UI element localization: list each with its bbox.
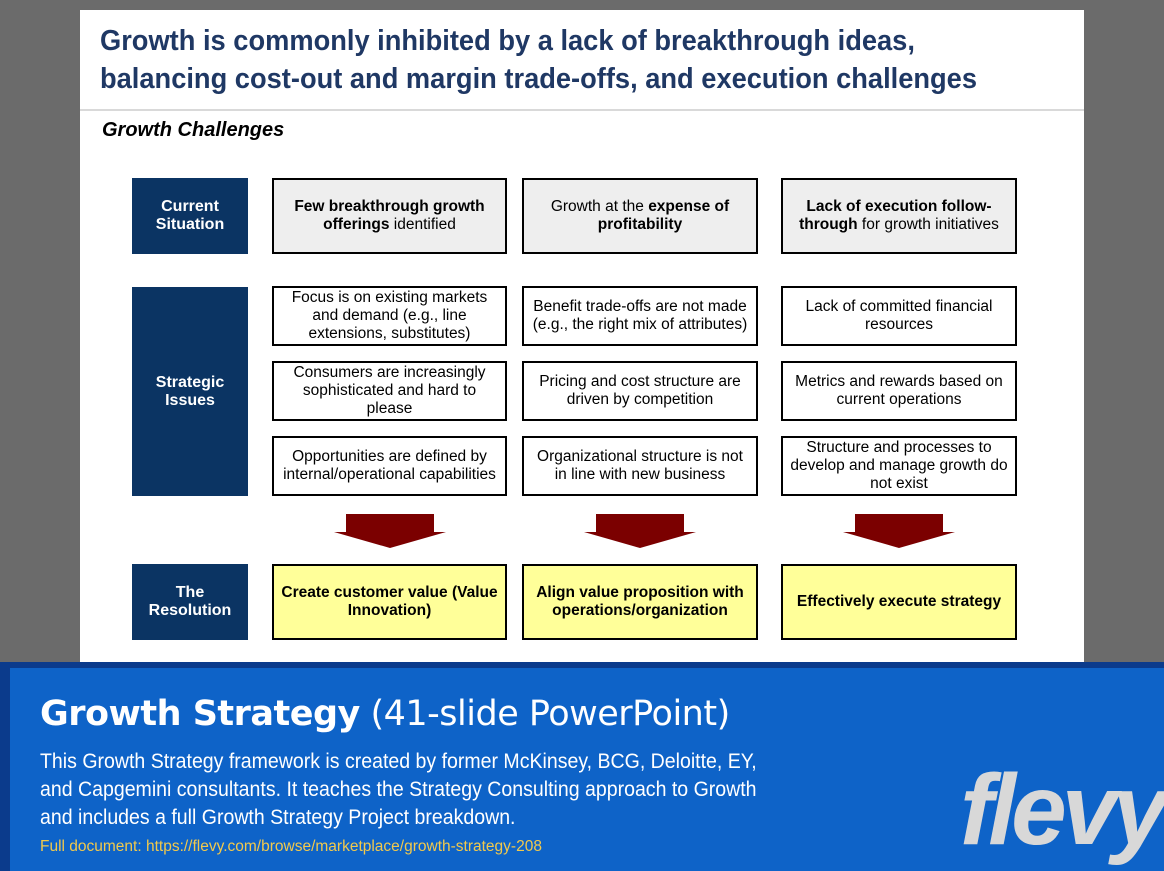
issue-cell: Organizational structure is not in line … [522,436,758,496]
issue-cell: Metrics and rewards based on current ope… [781,361,1017,421]
issue-cell: Lack of committed financial resources [781,286,1017,346]
footer-heading: Growth Strategy (41-slide PowerPoint) [40,694,730,734]
row-label-current-situation: Current Situation [132,178,248,254]
issue-cell: Benefit trade-offs are not made (e.g., t… [522,286,758,346]
row-label-line: Situation [155,216,225,233]
footer-panel: Growth Strategy (41-slide PowerPoint) Th… [10,668,1164,871]
slide-title: Growth is commonly inhibited by a lack o… [100,25,978,95]
issue-cell: Pricing and cost structure are driven by… [522,361,758,421]
issue-cell: Consumers are increasingly sophisticated… [272,361,507,421]
title-divider [80,109,1084,111]
resolution-cell: Align value proposition with operations/… [522,564,758,640]
footer-description: This Growth Strategy framework is create… [40,750,757,829]
cell-text-run: Few breakthrough growth offerings [294,198,485,233]
situation-cell: Lack of execution follow-through for gro… [781,178,1017,254]
situation-cell: Few breakthrough growth offerings identi… [272,178,507,254]
section-title: Growth Challenges [102,119,285,141]
issue-cell: Structure and processes to develop and m… [781,436,1017,496]
issue-cell: Opportunities are defined by internal/op… [272,436,507,496]
row-label-resolution: The Resolution [132,564,248,640]
resolution-cell: Create customer value (Value Innovation) [272,564,507,640]
down-arrow-icon [584,514,696,548]
resolution-cell: Effectively execute strategy [781,564,1017,640]
down-arrow-icon [843,514,955,548]
down-arrow-icon [334,514,446,548]
slide: Growth is commonly inhibited by a lack o… [80,10,1084,662]
full-document-link[interactable]: Full document: https://flevy.com/browse/… [40,838,542,855]
situation-cell: Growth at the expense of profitability [522,178,758,254]
footer-banner: Growth Strategy (41-slide PowerPoint) Th… [0,662,1164,871]
flevy-logo: flevy [960,754,1164,866]
issue-cell: Focus is on existing markets and demand … [272,286,507,346]
row-label-line: The [175,584,205,601]
row-label-strategic-issues: Strategic Issues [132,287,248,496]
cell-text-run: expense of profitability [597,198,730,233]
cell-text-run: for growth initiatives [857,216,999,233]
row-label-line: Current [161,198,219,215]
footer-heading-rest: (41-slide PowerPoint) [359,694,730,734]
row-label-line: Issues [165,391,215,409]
row-label-line: Resolution [148,602,232,619]
footer-heading-bold: Growth Strategy [40,694,360,734]
row-label-line: Strategic [155,373,225,391]
cell-text-run: Lack of execution follow-through [799,198,992,233]
cell-text-run: Growth at the [550,198,649,215]
cell-text-run: identified [389,216,456,233]
